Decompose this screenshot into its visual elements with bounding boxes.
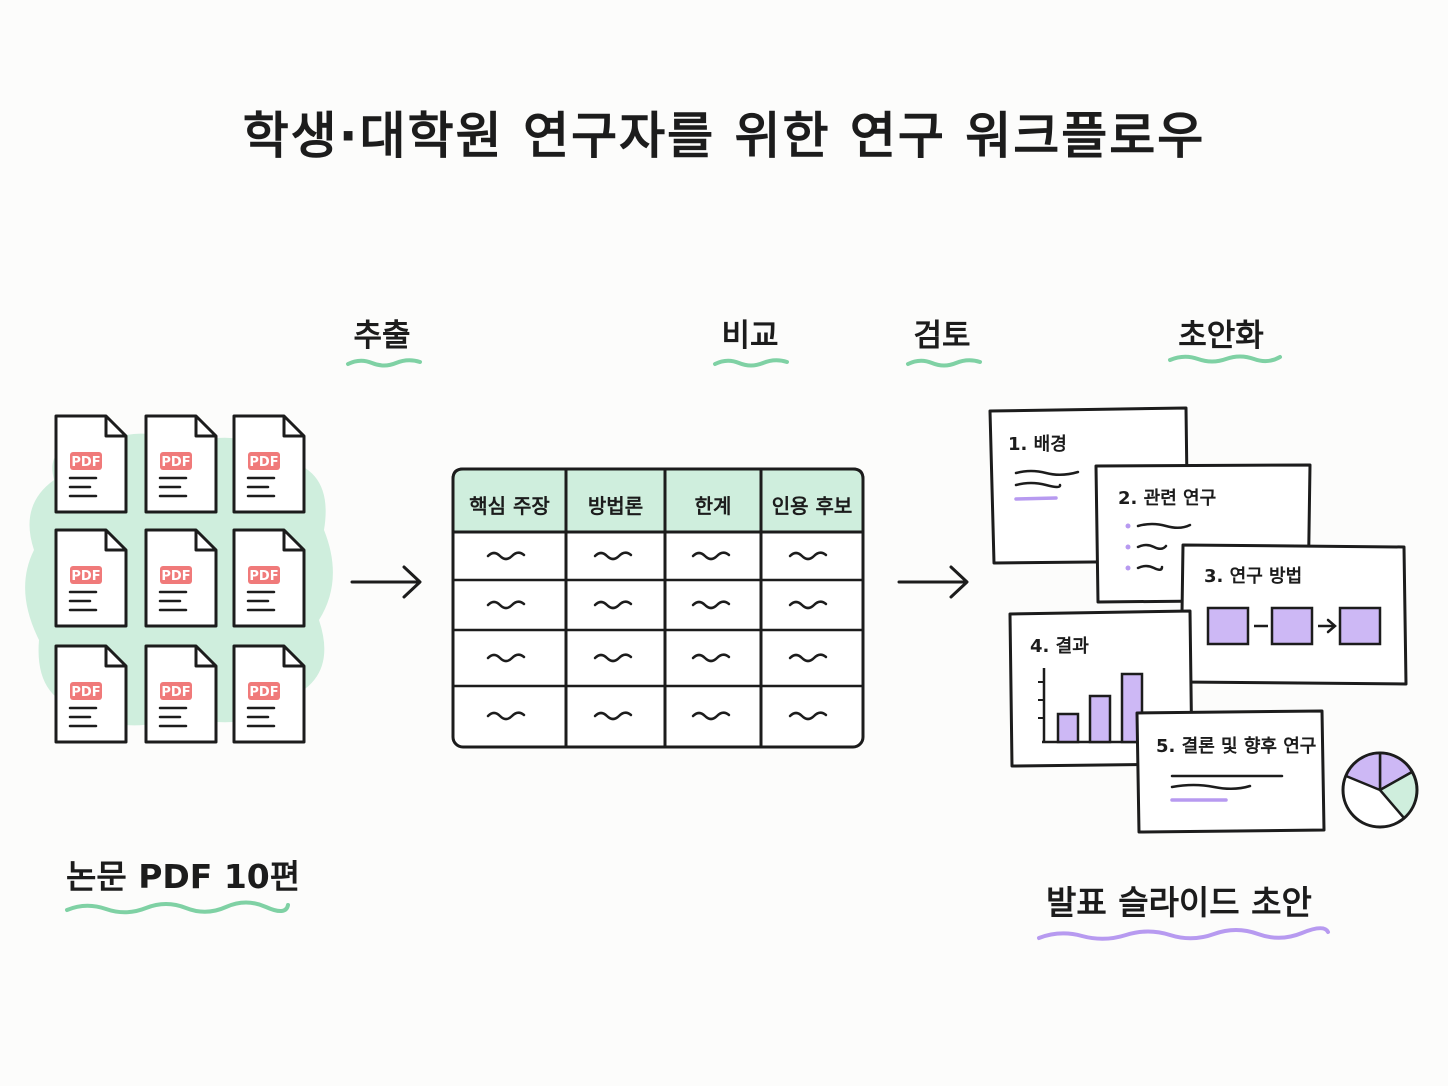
pdf-badge-label: PDF (161, 685, 190, 700)
step-label-extract: 추출 (353, 318, 411, 354)
table-cell-placeholder (691, 600, 731, 610)
table-cell-placeholder (788, 600, 828, 610)
table-header-method: 방법론 (587, 494, 644, 518)
pdf-badge-label: PDF (249, 455, 278, 470)
slide-title-related-work: 2. 관련 연구 (1118, 488, 1217, 509)
pdf-badge-label: PDF (161, 569, 190, 584)
arrow-right-icon (350, 565, 422, 599)
comparison-table (451, 467, 865, 749)
slide-title-method: 3. 연구 방법 (1204, 566, 1303, 587)
pdf-badge-label: PDF (71, 685, 100, 700)
step-label-draft: 초안화 (1178, 318, 1264, 354)
table-cell-placeholder (486, 653, 526, 663)
pdf-document-icon: PDF (232, 414, 306, 514)
table-header-claim: 핵심 주장 (469, 494, 550, 518)
slide-title-background: 1. 배경 (1008, 434, 1067, 455)
pdf-document-icon: PDF (144, 644, 218, 744)
arrow-right-icon (897, 565, 969, 599)
table-cell-placeholder (691, 653, 731, 663)
step-underline-extract (346, 358, 422, 368)
table-cell-placeholder (788, 551, 828, 561)
pdf-document-icon: PDF (54, 528, 128, 628)
step-underline-compare (713, 358, 789, 368)
table-cell-placeholder (593, 711, 633, 721)
page-title: 학생·대학원 연구자를 위한 연구 워크플로우 (242, 107, 1206, 165)
pdf-document-grid: PDF PDF PDF PDF PDF PDF PDF PDF PDF (54, 414, 306, 744)
pdf-badge-label: PDF (249, 569, 278, 584)
pdf-document-icon: PDF (144, 528, 218, 628)
pie-chart-icon (1341, 751, 1419, 829)
pdf-badge-label: PDF (71, 569, 100, 584)
slide-title-results: 4. 결과 (1030, 636, 1089, 657)
pdf-badge-label: PDF (161, 455, 190, 470)
pdf-badge-label: PDF (71, 455, 100, 470)
input-label: 논문 PDF 10편 (66, 857, 301, 896)
step-underline-review (906, 358, 982, 368)
output-label: 발표 슬라이드 초안 (1046, 883, 1312, 922)
step-underline-draft (1168, 354, 1282, 364)
pdf-badge-label: PDF (249, 685, 278, 700)
table-cell-placeholder (486, 711, 526, 721)
table-cell-placeholder (593, 600, 633, 610)
table-cell-placeholder (486, 600, 526, 610)
table-cell-placeholder (593, 653, 633, 663)
table-header-citation: 인용 후보 (771, 494, 853, 518)
table-cell-placeholder (788, 653, 828, 663)
pdf-document-icon: PDF (232, 644, 306, 744)
input-label-underline (65, 900, 290, 915)
slide-title-conclusion: 5. 결론 및 향후 연구 (1156, 736, 1317, 757)
table-cell-placeholder (691, 711, 731, 721)
table-cell-placeholder (691, 551, 731, 561)
pdf-document-icon: PDF (54, 414, 128, 514)
pdf-document-icon: PDF (232, 528, 306, 628)
pdf-document-icon: PDF (54, 644, 128, 744)
table-cell-placeholder (486, 551, 526, 561)
slide-conclusion (1135, 709, 1326, 834)
pdf-document-icon: PDF (144, 414, 218, 514)
table-header-limitation: 한계 (694, 494, 732, 518)
step-label-compare: 비교 (721, 318, 779, 354)
table-cell-placeholder (593, 551, 633, 561)
slide-method (1179, 543, 1408, 686)
table-cell-placeholder (788, 711, 828, 721)
step-label-review: 검토 (913, 318, 971, 354)
output-label-underline (1037, 926, 1330, 941)
